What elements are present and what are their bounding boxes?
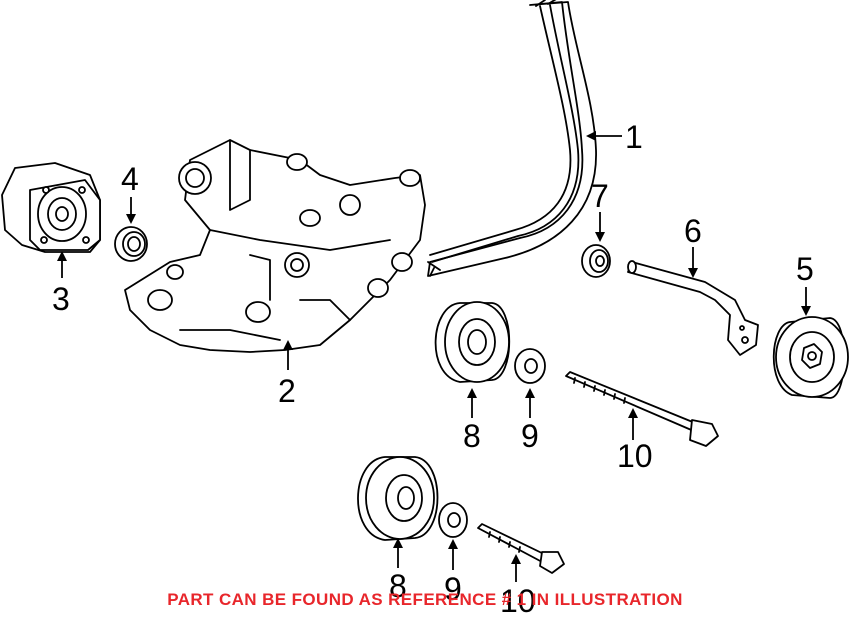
callout-10-upper: 10 xyxy=(617,438,653,474)
idler-pulley-8-lower xyxy=(357,456,439,541)
callout-8-upper: 8 xyxy=(463,418,481,454)
bolt-10-lower xyxy=(477,523,565,574)
seal-4 xyxy=(114,226,148,262)
callout-5: 5 xyxy=(796,251,814,287)
callout-9-lower: 9 xyxy=(444,571,462,607)
callout-9-upper: 9 xyxy=(521,418,539,454)
callout-2: 2 xyxy=(278,373,296,409)
bolt-10-upper xyxy=(565,371,719,447)
washer-9-upper xyxy=(514,348,546,384)
washer-9-lower xyxy=(438,502,468,538)
callout-1: 1 xyxy=(625,119,643,155)
callout-7: 7 xyxy=(591,178,609,214)
callout-3: 3 xyxy=(52,281,70,317)
pulley-mount-3 xyxy=(1,162,101,253)
callout-10-lower: 10 xyxy=(500,583,536,619)
bushing-7 xyxy=(581,244,611,278)
bracket-arm-6 xyxy=(627,260,759,356)
serpentine-belt xyxy=(427,0,597,277)
idler-pulley-8-upper xyxy=(434,301,511,383)
mounting-bracket xyxy=(124,139,426,353)
pulley-5 xyxy=(772,316,849,399)
reference-note: PART CAN BE FOUND AS REFERENCE # 1 IN IL… xyxy=(167,590,683,609)
callout-8-lower: 8 xyxy=(389,568,407,604)
leader-arrows xyxy=(57,131,811,582)
callout-4: 4 xyxy=(121,161,139,197)
callout-6: 6 xyxy=(684,213,702,249)
callout-labels: 1 2 3 4 5 6 7 8 9 10 8 9 10 xyxy=(52,119,814,619)
